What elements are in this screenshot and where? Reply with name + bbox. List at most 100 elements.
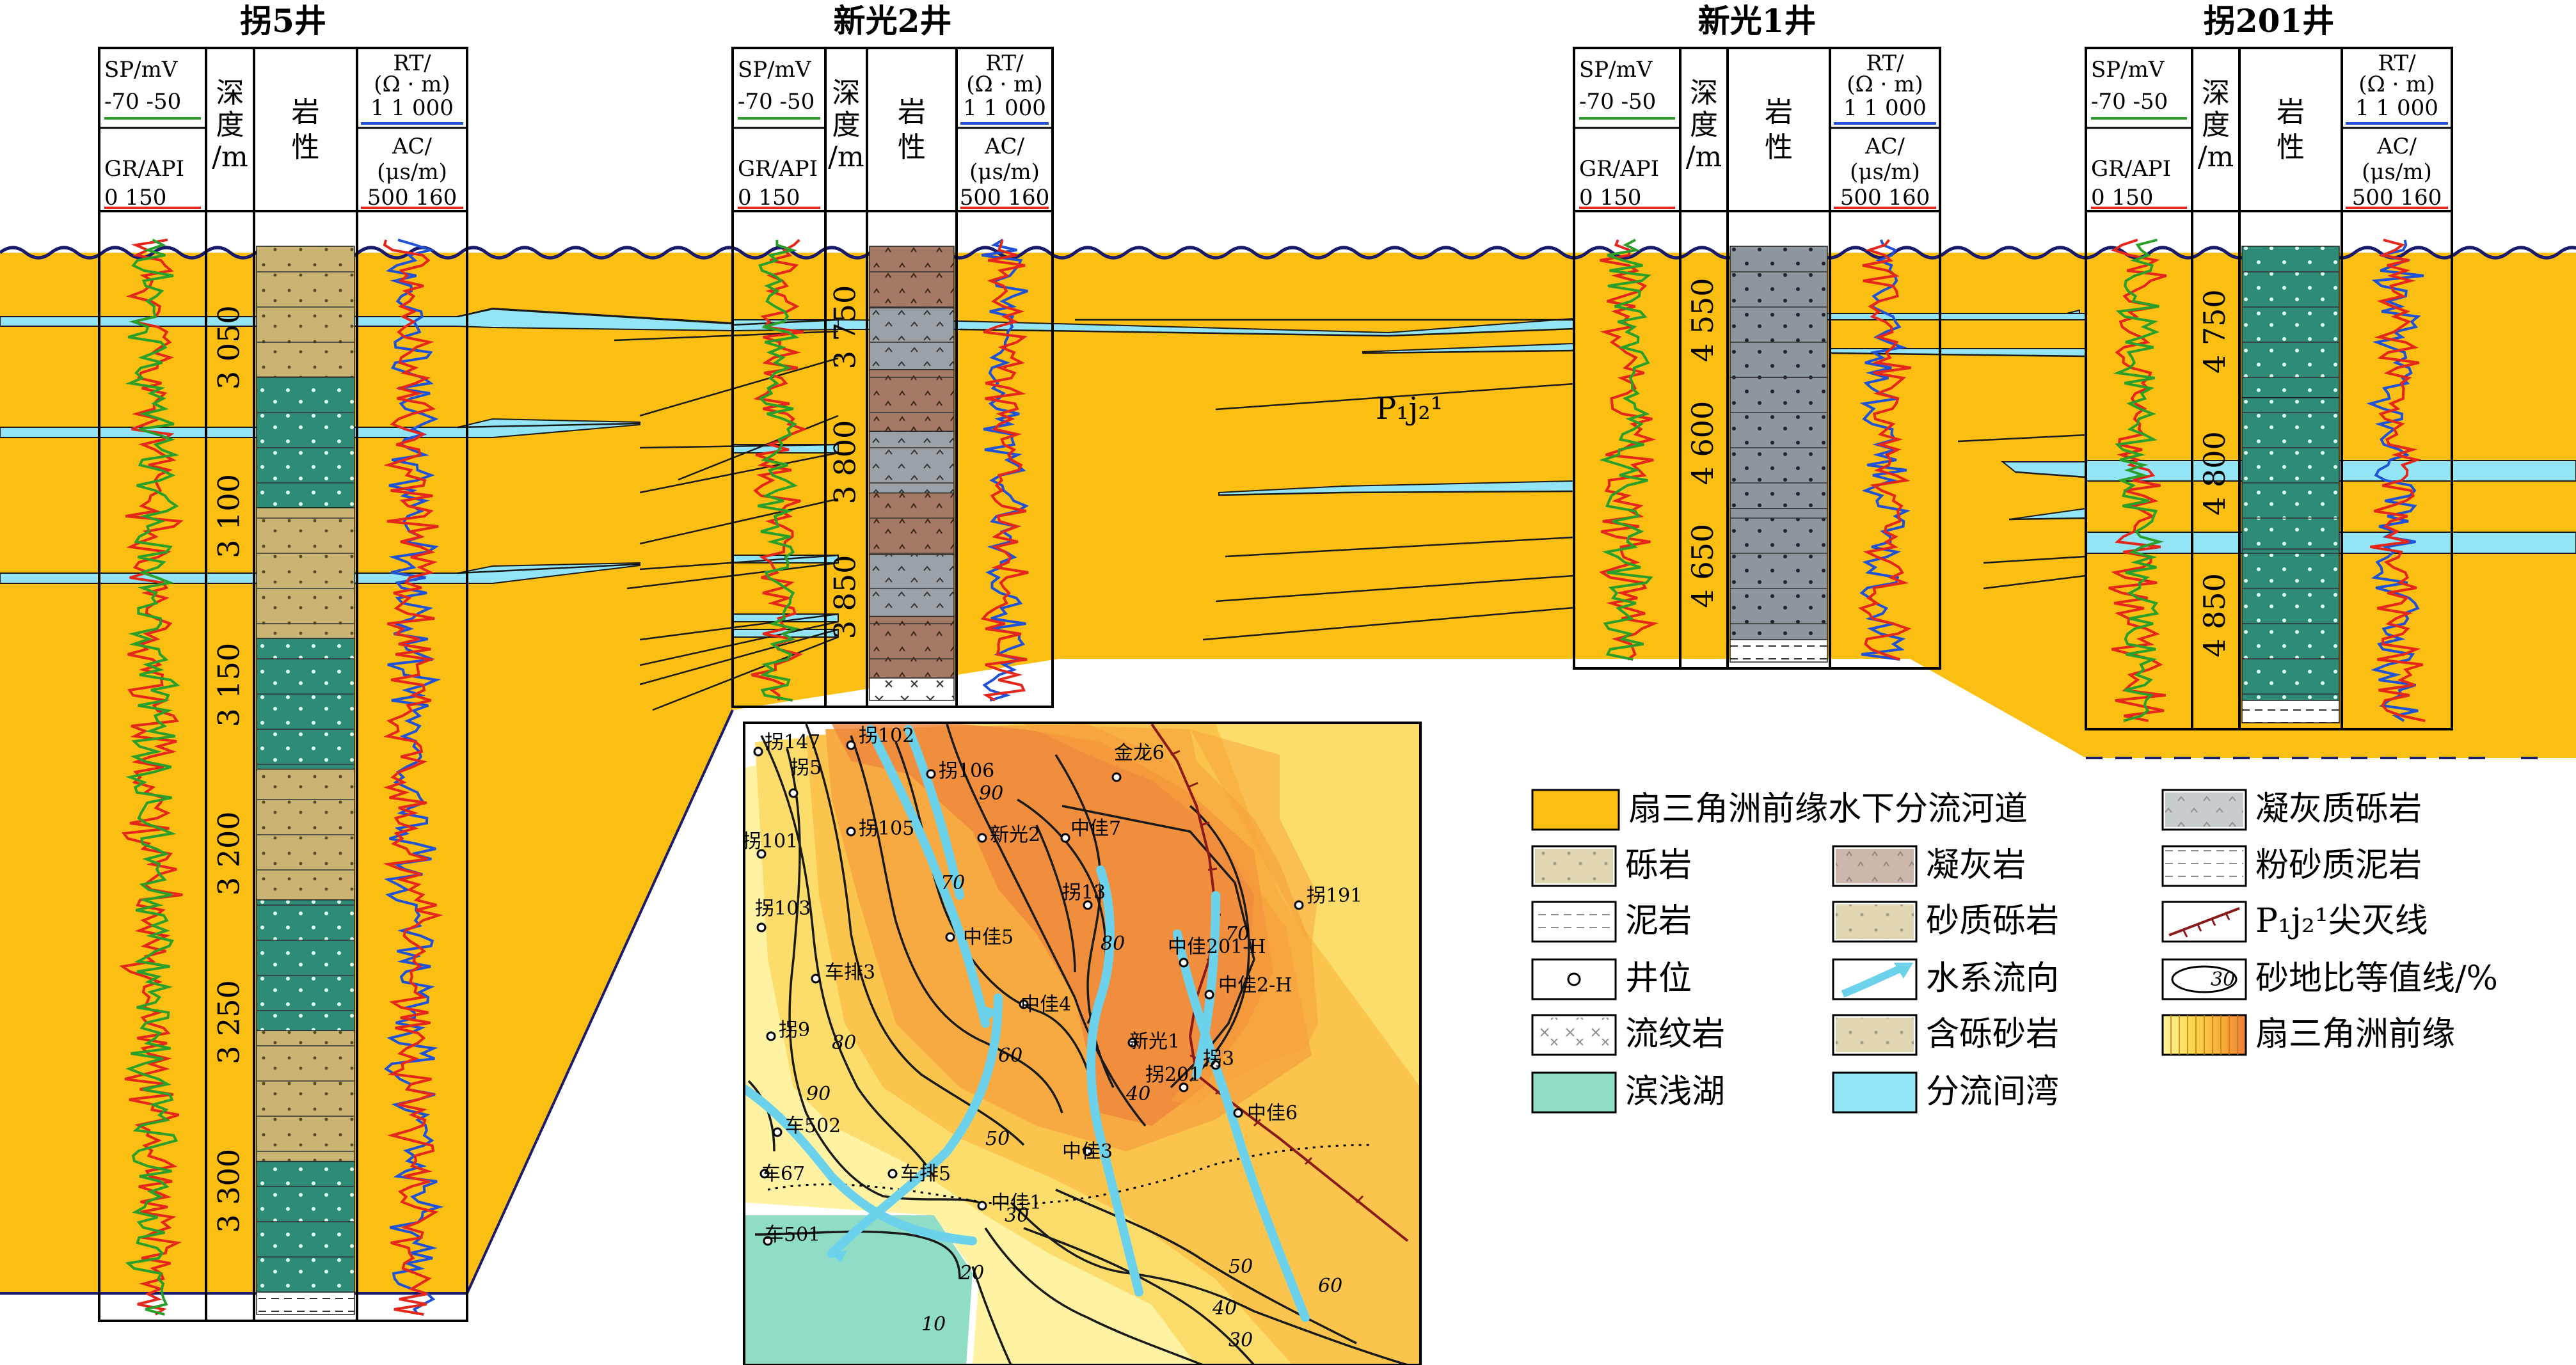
map-well-label: 拐106 — [939, 760, 994, 782]
gr-scale: 0 150 — [738, 185, 800, 210]
ac-curve — [980, 239, 1029, 702]
lithology-label: 岩 — [898, 96, 926, 129]
ac-scale: 500 160 — [960, 185, 1050, 210]
depth-tick-label: 3 800 — [828, 420, 863, 505]
sp-scale: -70 -50 — [2091, 89, 2168, 114]
isoline-label: 20 — [959, 1262, 984, 1284]
map-flow-directions — [745, 725, 1310, 1322]
map-well-symbol — [846, 740, 856, 750]
map-well-symbol — [763, 1236, 773, 1246]
legend-label: 分流间湾 — [1926, 1073, 2059, 1111]
depth-label: 深 — [2202, 77, 2230, 109]
ac-curve — [2370, 239, 2426, 722]
lithology-label: 岩 — [1765, 96, 1793, 129]
map-well-symbol — [1294, 900, 1304, 910]
map-well-symbol — [1083, 900, 1093, 910]
lithology-label: 性 — [898, 131, 926, 164]
ac-label: AC/ — [984, 134, 1025, 159]
legend-label: 砂质砾岩 — [1926, 902, 2059, 940]
sp-curve — [2113, 239, 2165, 722]
sp-curve — [1599, 239, 1653, 661]
isoline-label: 80 — [832, 1032, 856, 1054]
map-well-label: 拐5 — [790, 757, 822, 779]
gr-curve — [2108, 239, 2167, 722]
gr-label: GR/API — [738, 156, 818, 182]
map-well-label: 拐9 — [779, 1019, 810, 1041]
legend-item: 滨浅湖 — [1531, 1071, 1725, 1114]
map-well-label: 中佳201-H — [1168, 936, 1266, 958]
map-band-peak — [832, 724, 1273, 1126]
sp-curve — [757, 240, 800, 702]
map-fan-edge — [1190, 729, 1318, 947]
well-name: 新光1井 — [1698, 2, 1817, 40]
ac-scale: 500 160 — [367, 185, 457, 210]
isoline-label: 30 — [1005, 1204, 1029, 1227]
map-well-label: 车67 — [761, 1163, 805, 1185]
lithology-label: 性 — [292, 131, 320, 164]
gr-label: GR/API — [2091, 156, 2171, 182]
depth-tick-label: 4 800 — [2197, 431, 2232, 516]
map-well-symbol — [1179, 958, 1189, 968]
legend-label: 水系流向 — [1926, 959, 2059, 998]
well-header — [2085, 47, 2453, 212]
legend-label: 粉砂质泥岩 — [2255, 846, 2422, 885]
ac-curve — [1858, 239, 1912, 661]
map-well-symbol — [772, 1127, 783, 1137]
isoline-label: 90 — [806, 1083, 831, 1105]
isoline-label: 50 — [1228, 1256, 1253, 1278]
lithology-column — [256, 246, 355, 1315]
map-well-label: 车502 — [785, 1115, 841, 1137]
depth-tick-label: 3 250 — [212, 980, 246, 1064]
legend-item: 扇三角洲前缘 — [2161, 1014, 2455, 1056]
depth-tick-label: 3 300 — [212, 1149, 246, 1233]
gr-label: GR/API — [104, 156, 184, 182]
sp-label: SP/mV — [738, 57, 812, 83]
well-header — [1573, 47, 1941, 212]
sp-label: SP/mV — [1579, 57, 1653, 83]
rt-scale: 1 1 000 — [963, 95, 1046, 121]
legend-label: 流纹岩 — [1625, 1015, 1725, 1053]
map-well-symbol — [926, 769, 936, 779]
map-well-label: 车排5 — [900, 1163, 951, 1185]
depth-label: 度 — [832, 109, 861, 141]
well-header — [731, 47, 1054, 212]
well-body — [731, 210, 1054, 708]
map-well-symbol — [1127, 1038, 1138, 1048]
map-well-label: 金龙6 — [1114, 742, 1165, 764]
legend-label: 凝灰质砾岩 — [2255, 790, 2422, 828]
legend-label: 扇三角洲前缘 — [2255, 1015, 2455, 1053]
rt-unit: (Ω · m) — [374, 72, 450, 97]
rt-label: RT/ — [393, 51, 431, 76]
map-well-label: 车501 — [765, 1224, 820, 1246]
gr-scale: 0 150 — [104, 185, 166, 210]
rt-scale: 1 1 000 — [2355, 95, 2438, 121]
well-name: 拐201井 — [2204, 2, 2334, 40]
map-well-symbol — [945, 932, 955, 942]
isoline-label: 70 — [941, 872, 965, 894]
isoline-label: 30 — [1228, 1329, 1253, 1352]
sp-scale: -70 -50 — [104, 89, 181, 114]
isoline-label: 50 — [985, 1128, 1010, 1150]
map-shore-lake — [745, 1215, 973, 1364]
legend-label: 扇三角洲前缘水下分流河道 — [1628, 790, 2028, 828]
well-body — [1573, 210, 1941, 670]
legend-item: 砂质砾岩 — [1832, 901, 2059, 943]
isoline-label: 80 — [1101, 933, 1125, 955]
svg-text:30: 30 — [2211, 968, 2235, 991]
depth-tick-label: 4 750 — [2197, 289, 2232, 374]
gr-label: GR/API — [1579, 156, 1659, 182]
lithology-column — [2241, 246, 2340, 723]
lithology-label: 岩 — [2277, 96, 2305, 129]
map-well-label: 拐102 — [859, 725, 914, 747]
depth-tick-label: 3 100 — [212, 474, 246, 558]
well-header — [98, 47, 468, 212]
lithology-label: 性 — [2277, 131, 2305, 164]
legend-label: 泥岩 — [1625, 902, 1692, 940]
depth-tick-label: 3 750 — [828, 285, 863, 370]
sp-scale: -70 -50 — [1579, 89, 1656, 114]
map-well-symbol — [1211, 1060, 1221, 1070]
rt-label: RT/ — [1866, 51, 1904, 76]
depth-label: /m — [1686, 141, 1722, 173]
